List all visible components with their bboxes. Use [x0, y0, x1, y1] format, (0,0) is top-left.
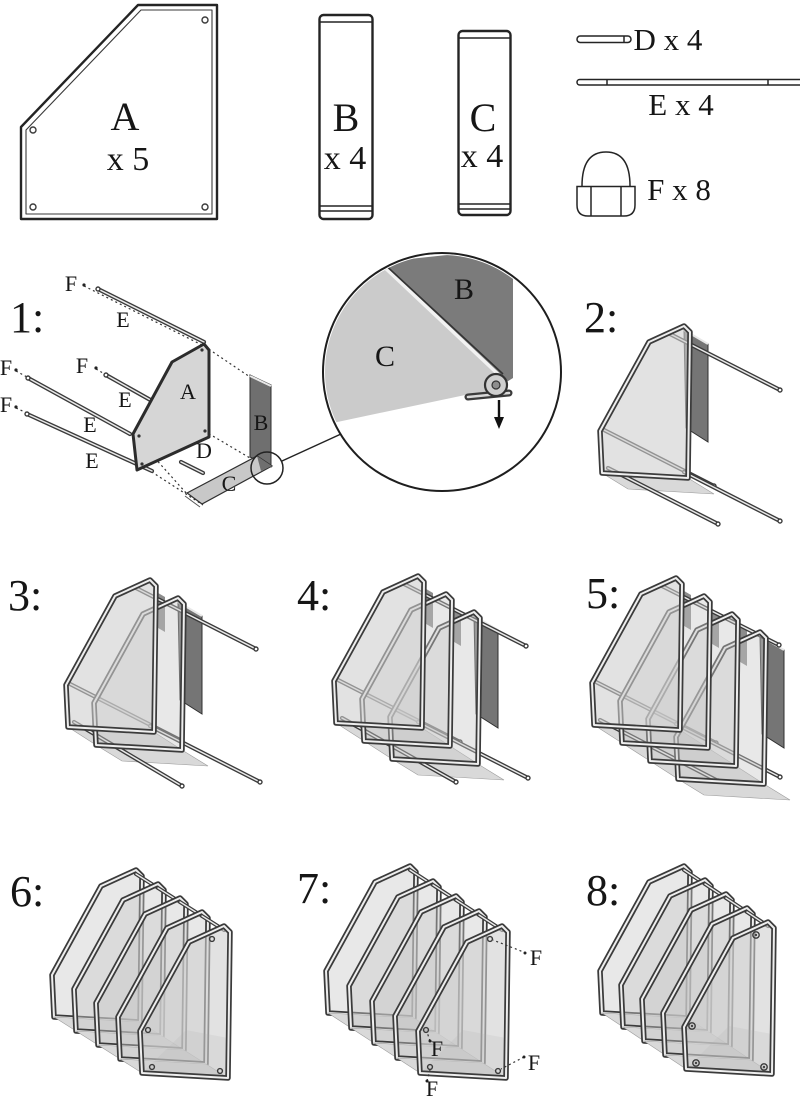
rod-e-4: [24, 411, 155, 474]
step-3: 3:: [8, 571, 263, 789]
step-2: 2:: [584, 293, 783, 527]
detail-insert-arrow: [494, 400, 504, 429]
step-5-number: 5:: [586, 569, 620, 618]
part-e-label: E x 4: [648, 87, 714, 122]
part-e-rod: E x 4: [576, 78, 800, 122]
junction-circle: [250, 451, 284, 485]
step-7: 7: F F F F: [297, 864, 542, 1101]
step1-panel-b: B: [249, 374, 272, 468]
step-4-number: 4:: [297, 571, 331, 620]
part-c-panel: C x 4: [457, 29, 512, 217]
detail-view: B C: [322, 252, 562, 492]
step-8-number: 8:: [586, 866, 620, 915]
step-3-number: 3:: [8, 571, 42, 620]
step-6: 6:: [10, 867, 230, 1078]
step-4: 4:: [297, 571, 531, 785]
step7-label-f4: F: [426, 1076, 438, 1101]
step1-label-e2: E: [118, 387, 131, 412]
rod-e-3: [25, 375, 133, 437]
step1-label-d: D: [196, 438, 212, 463]
detail-label-b: B: [454, 273, 474, 306]
part-b-letter: B: [333, 95, 360, 140]
step1-label-f1: F: [65, 271, 77, 296]
step-7-number: 7:: [297, 864, 331, 913]
part-b-qty: x 4: [324, 140, 367, 177]
step1-label-f3: F: [0, 355, 12, 380]
part-a-letter: A: [111, 94, 140, 139]
part-b-panel: B x 4: [318, 13, 374, 221]
detail-label-c: C: [375, 340, 395, 373]
step1-label-f4: F: [0, 392, 12, 417]
step-6-number: 6:: [10, 867, 44, 916]
step1-label-a: A: [180, 379, 196, 404]
part-c-letter: C: [470, 95, 497, 140]
step7-label-f1: F: [530, 945, 542, 970]
part-f-label: F x 8: [647, 172, 711, 207]
part-c-qty: x 4: [461, 138, 504, 175]
step8-cap-nuts: [688, 931, 768, 1071]
step7-label-f2: F: [431, 1036, 443, 1061]
step1-label-e4: E: [85, 448, 98, 473]
step-8: 8:: [586, 866, 774, 1074]
part-f-nut: F x 8: [576, 151, 711, 217]
part-a-panel: A x 5: [19, 3, 219, 221]
detail-panel-b-face: [381, 255, 513, 386]
parts-list: A x 5 B x 4 C x 4 D x 4: [19, 3, 800, 221]
step1-label-e1: E: [116, 307, 129, 332]
part-a-qty: x 5: [107, 141, 150, 178]
step-1: 1: F F F F E E E: [0, 271, 342, 508]
detail-leader-line: [281, 433, 342, 462]
part-d-rod: D x 4: [576, 22, 703, 57]
step-1-number: 1:: [10, 293, 44, 342]
step7-nut-annotations: F F F F: [425, 939, 542, 1101]
step7-label-f3: F: [528, 1050, 540, 1075]
part-d-label: D x 4: [634, 22, 703, 57]
rod-e-1: [95, 286, 207, 345]
detail-panel-c-face: [325, 262, 498, 425]
step-2-number: 2:: [584, 293, 618, 342]
step1-label-e3: E: [83, 412, 96, 437]
step-5: 5:: [586, 569, 791, 801]
step1-rod-d: D: [178, 438, 212, 476]
step1-label-c: C: [222, 471, 237, 496]
step1-label-f2: F: [76, 353, 88, 378]
step1-panel-a: A: [131, 342, 211, 472]
step1-label-b: B: [254, 410, 269, 435]
